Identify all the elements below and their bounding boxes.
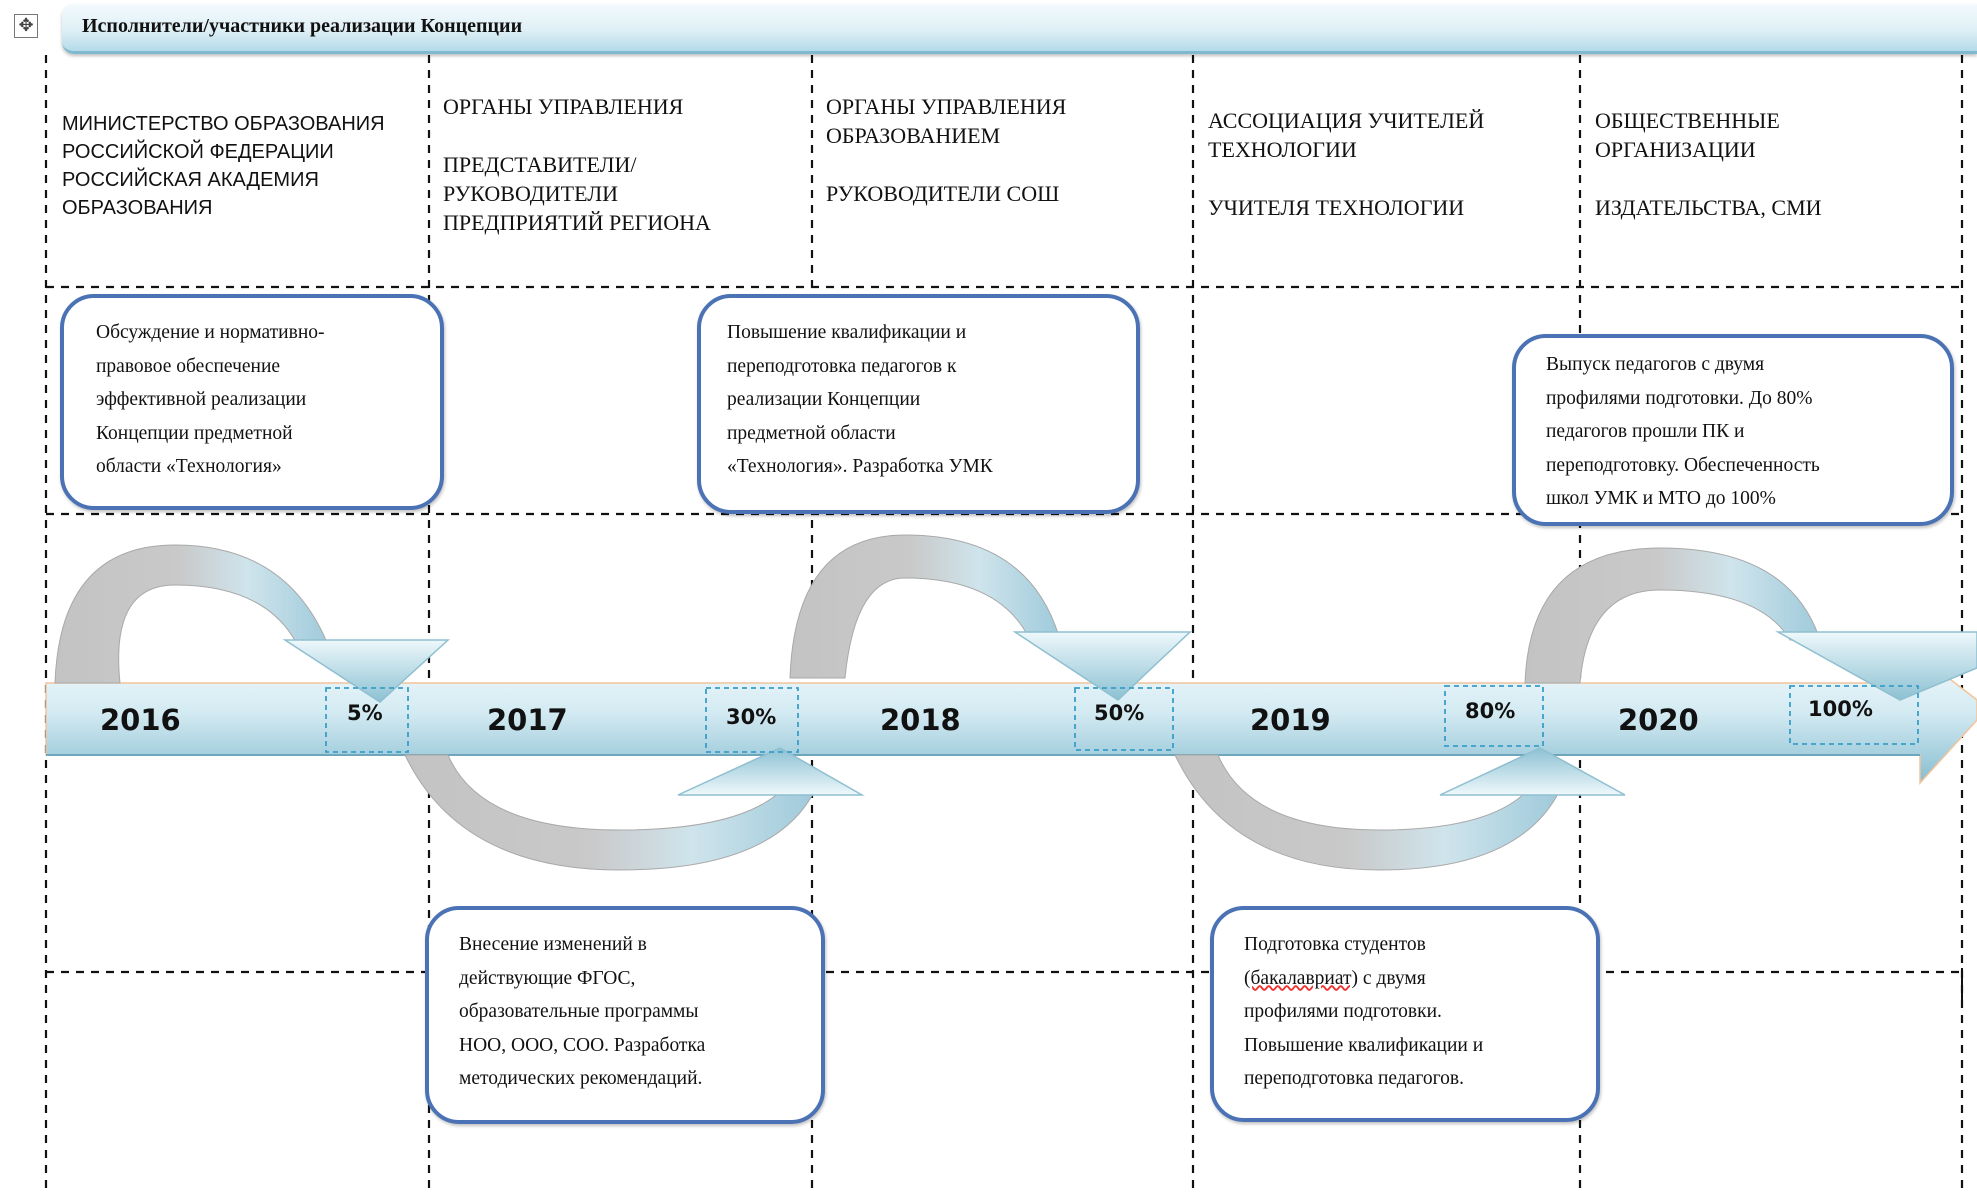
callout-2018: Повышение квалификации и переподготовка … xyxy=(697,294,1140,514)
callout-2017: Внесение изменений в действующие ФГОС, о… xyxy=(425,906,825,1124)
column-header-education-authorities: ОРГАНЫ УПРАВЛЕНИЯ ОБРАЗОВАНИЕМ РУКОВОДИТ… xyxy=(826,94,1067,206)
callout-2019-spellcheck-word: (бакалавриат) xyxy=(1244,967,1359,989)
callout-2019-text-b: с двумя профилями подготовки. Повышение … xyxy=(1244,967,1484,1090)
table-move-handle-icon[interactable]: ✥ xyxy=(14,14,38,38)
callout-2020: Выпуск педагогов с двумя профилями подго… xyxy=(1512,334,1954,526)
column-header-teachers-association: АССОЦИАЦИЯ УЧИТЕЛЕЙ ТЕХНОЛОГИИ УЧИТЕЛЯ Т… xyxy=(1208,108,1485,220)
callout-2019: Подготовка студентов (бакалавриат) с дву… xyxy=(1210,906,1600,1122)
column-header-ministry: МИНИСТЕРСТВО ОБРАЗОВАНИЯ РОССИЙСКОЙ ФЕДЕ… xyxy=(62,113,385,219)
column-header-public-organizations: ОБЩЕСТВЕННЫЕ ОРГАНИЗАЦИИ ИЗДАТЕЛЬСТВА, С… xyxy=(1595,108,1822,220)
callout-2016: Обсуждение и нормативно- правовое обеспе… xyxy=(60,294,444,510)
column-header-authorities: ОРГАНЫ УПРАВЛЕНИЯ ПРЕДСТАВИТЕЛИ/ РУКОВОД… xyxy=(443,94,711,235)
diagram-title: Исполнители/участники реализации Концепц… xyxy=(62,4,1977,54)
callout-2019-text-a: Подготовка студентов xyxy=(1244,934,1426,955)
text-cursor-icon xyxy=(1961,968,1963,1008)
